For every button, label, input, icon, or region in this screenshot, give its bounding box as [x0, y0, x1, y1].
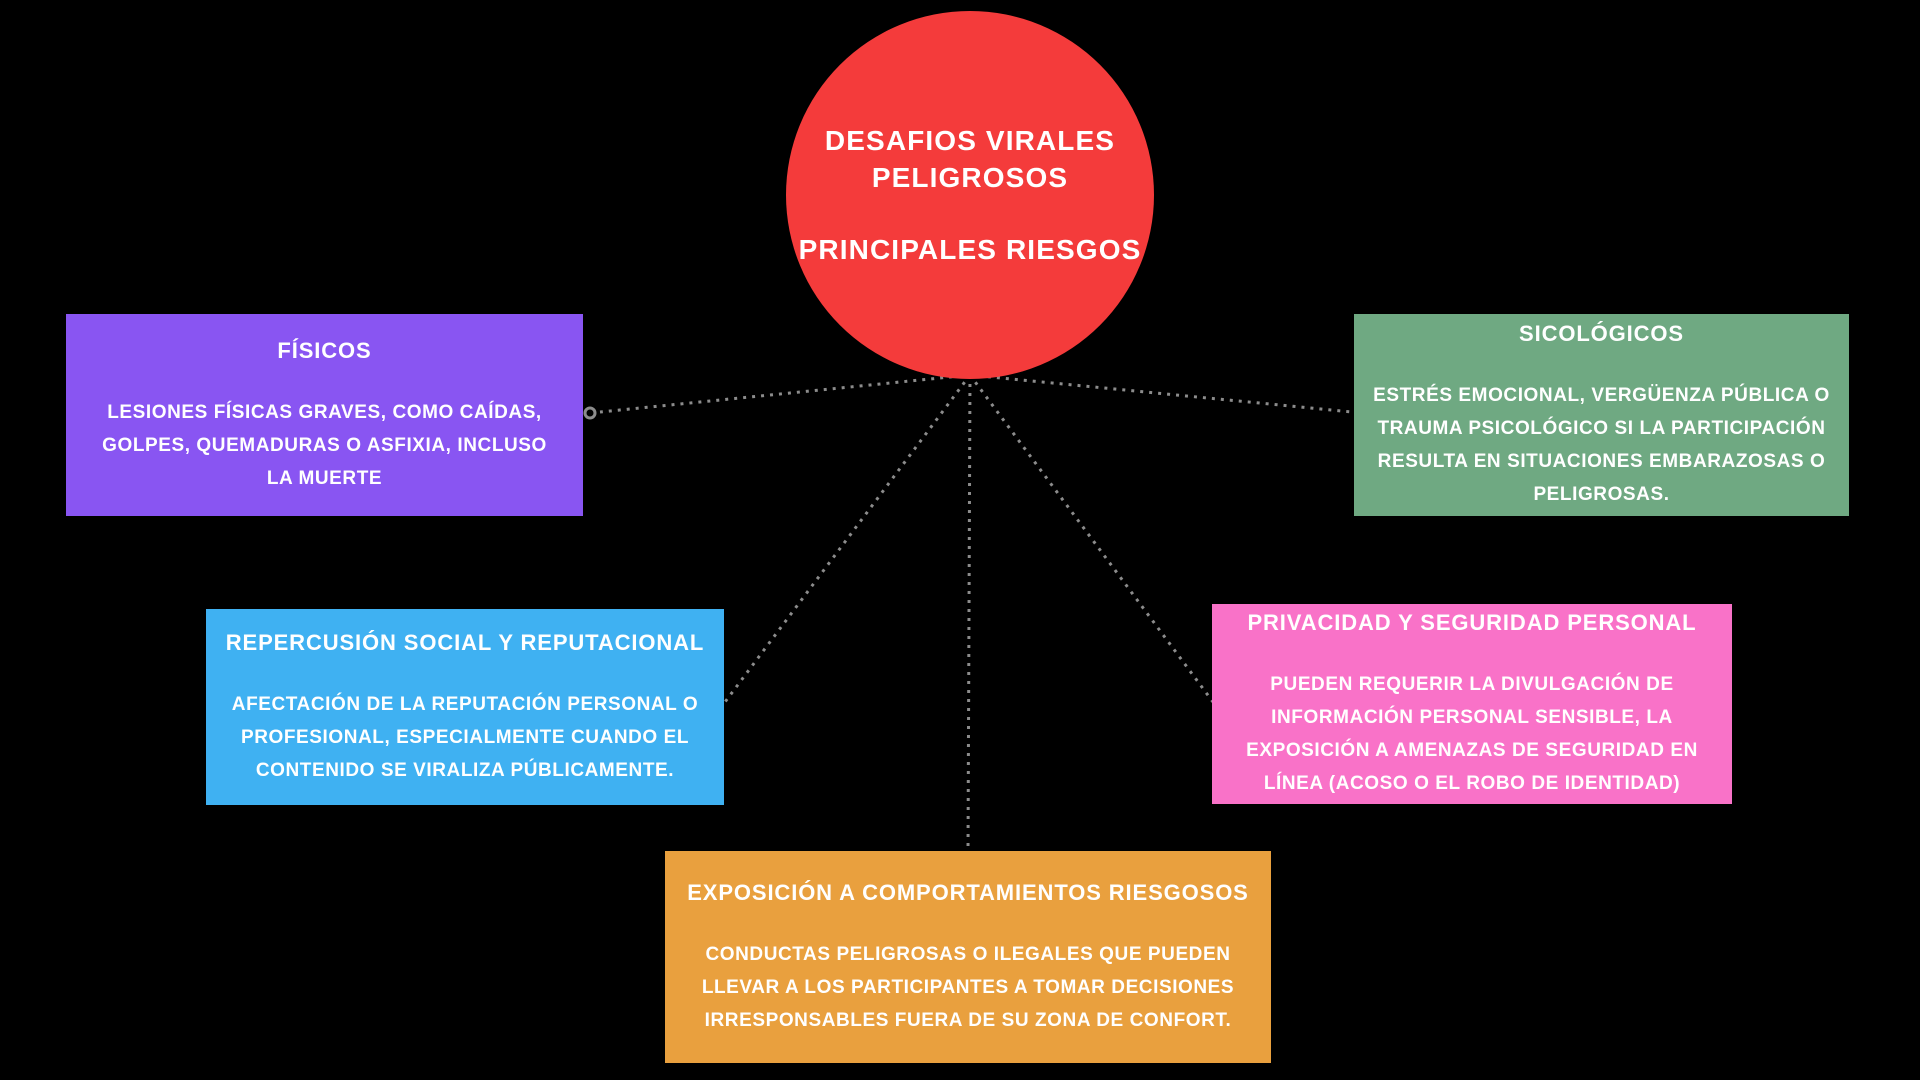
node-title-repercusion-social: REPERCUSIÓN SOCIAL Y REPUTACIONAL: [225, 629, 705, 655]
connector-privacidad-seguridad: [968, 374, 1215, 703]
connector-repercusion-social: [720, 374, 972, 707]
connector-endpoint-dot: [583, 406, 597, 420]
node-title-fisicos: FÍSICOS: [277, 337, 372, 363]
risk-node-exposicion-comportamientos[interactable]: EXPOSICIÓN A COMPORTAMIENTOS RIESGOSOS C…: [665, 851, 1271, 1063]
risk-node-repercusion-social[interactable]: REPERCUSIÓN SOCIAL Y REPUTACIONAL AFECTA…: [206, 609, 724, 805]
node-body-exposicion-comportamientos: CONDUCTAS PELIGROSAS O ILEGALES QUE PUED…: [701, 943, 1235, 1031]
central-topic-title: DESAFIOS VIRALES PELIGROSOS: [824, 125, 1116, 193]
connector-fisicos: [599, 373, 971, 414]
connector-sicologicos: [969, 373, 1353, 414]
node-title-sicologicos: SICOLÓGICOS: [1519, 321, 1684, 346]
node-body-fisicos: LESIONES FÍSICAS GRAVES, COMO CAÍDAS, GO…: [102, 401, 547, 489]
node-title-privacidad-seguridad: PRIVACIDAD Y SEGURIDAD PERSONAL: [1247, 610, 1697, 635]
risk-node-sicologicos[interactable]: SICOLÓGICOS ESTRÉS EMOCIONAL, VERGÜENZA …: [1354, 314, 1849, 516]
node-title-exposicion-comportamientos: EXPOSICIÓN A COMPORTAMIENTOS RIESGOSOS: [687, 879, 1249, 905]
node-body-sicologicos: ESTRÉS EMOCIONAL, VERGÜENZA PÚBLICA O TR…: [1373, 385, 1830, 505]
central-topic-node[interactable]: DESAFIOS VIRALES PELIGROSOS PRINCIPALES …: [786, 11, 1154, 379]
node-body-repercusion-social: AFECTACIÓN DE LA REPUTACIÓN PERSONAL O P…: [231, 693, 699, 781]
central-topic-subtitle: PRINCIPALES RIESGOS: [798, 234, 1142, 265]
node-body-privacidad-seguridad: PUEDEN REQUERIR LA DIVULGACIÓN DE INFORM…: [1246, 674, 1698, 794]
risk-node-privacidad-seguridad[interactable]: PRIVACIDAD Y SEGURIDAD PERSONAL PUEDEN R…: [1212, 604, 1732, 804]
connector-exposicion-comportamientos: [966, 374, 972, 852]
risk-node-fisicos[interactable]: FÍSICOS LESIONES FÍSICAS GRAVES, COMO CA…: [66, 314, 583, 516]
